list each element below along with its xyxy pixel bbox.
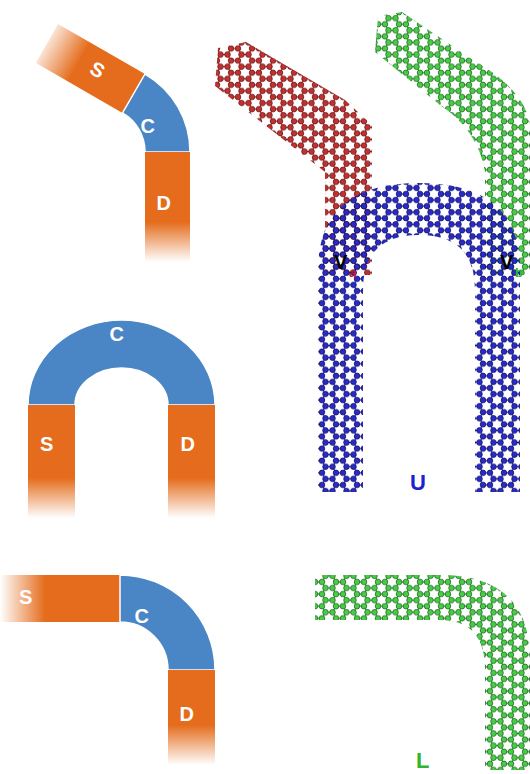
source-band: [28, 405, 75, 518]
nanoribbon-u: [318, 183, 520, 492]
node-letter: C: [135, 605, 158, 628]
node-letter: D: [157, 192, 180, 215]
structure-name: V: [334, 252, 347, 272]
node-letter: D: [181, 433, 204, 456]
structure-name: V: [500, 252, 513, 272]
source-band: [36, 24, 145, 113]
drain-label-box: D: [176, 701, 207, 732]
channel-label-box: C: [137, 113, 168, 144]
drain-band: [168, 670, 215, 768]
node-letter: D: [180, 703, 203, 726]
node-letter: S: [19, 586, 41, 609]
nanoribbon-l: [315, 575, 530, 770]
node-letter: C: [110, 323, 133, 346]
source-label-box: S: [15, 584, 45, 615]
channel-label-box: C: [106, 321, 137, 352]
drain-label-box: D: [153, 190, 184, 221]
structure-name: U: [410, 472, 426, 494]
drain-band: [145, 152, 190, 262]
channel-band: [120, 575, 215, 670]
node-letter: S: [40, 433, 62, 456]
channel-band: [28, 320, 215, 405]
structure-name: L: [416, 750, 429, 772]
channel-band: [123, 74, 191, 152]
source-label-box: S: [36, 431, 66, 462]
structure-subscript: a: [349, 266, 356, 279]
structure-subscript: b: [515, 266, 523, 279]
channel-label-box: C: [131, 603, 162, 634]
drain-band: [168, 405, 215, 518]
source-band: [0, 575, 120, 622]
drain-label-box: D: [177, 431, 208, 462]
node-letter: C: [141, 115, 164, 138]
